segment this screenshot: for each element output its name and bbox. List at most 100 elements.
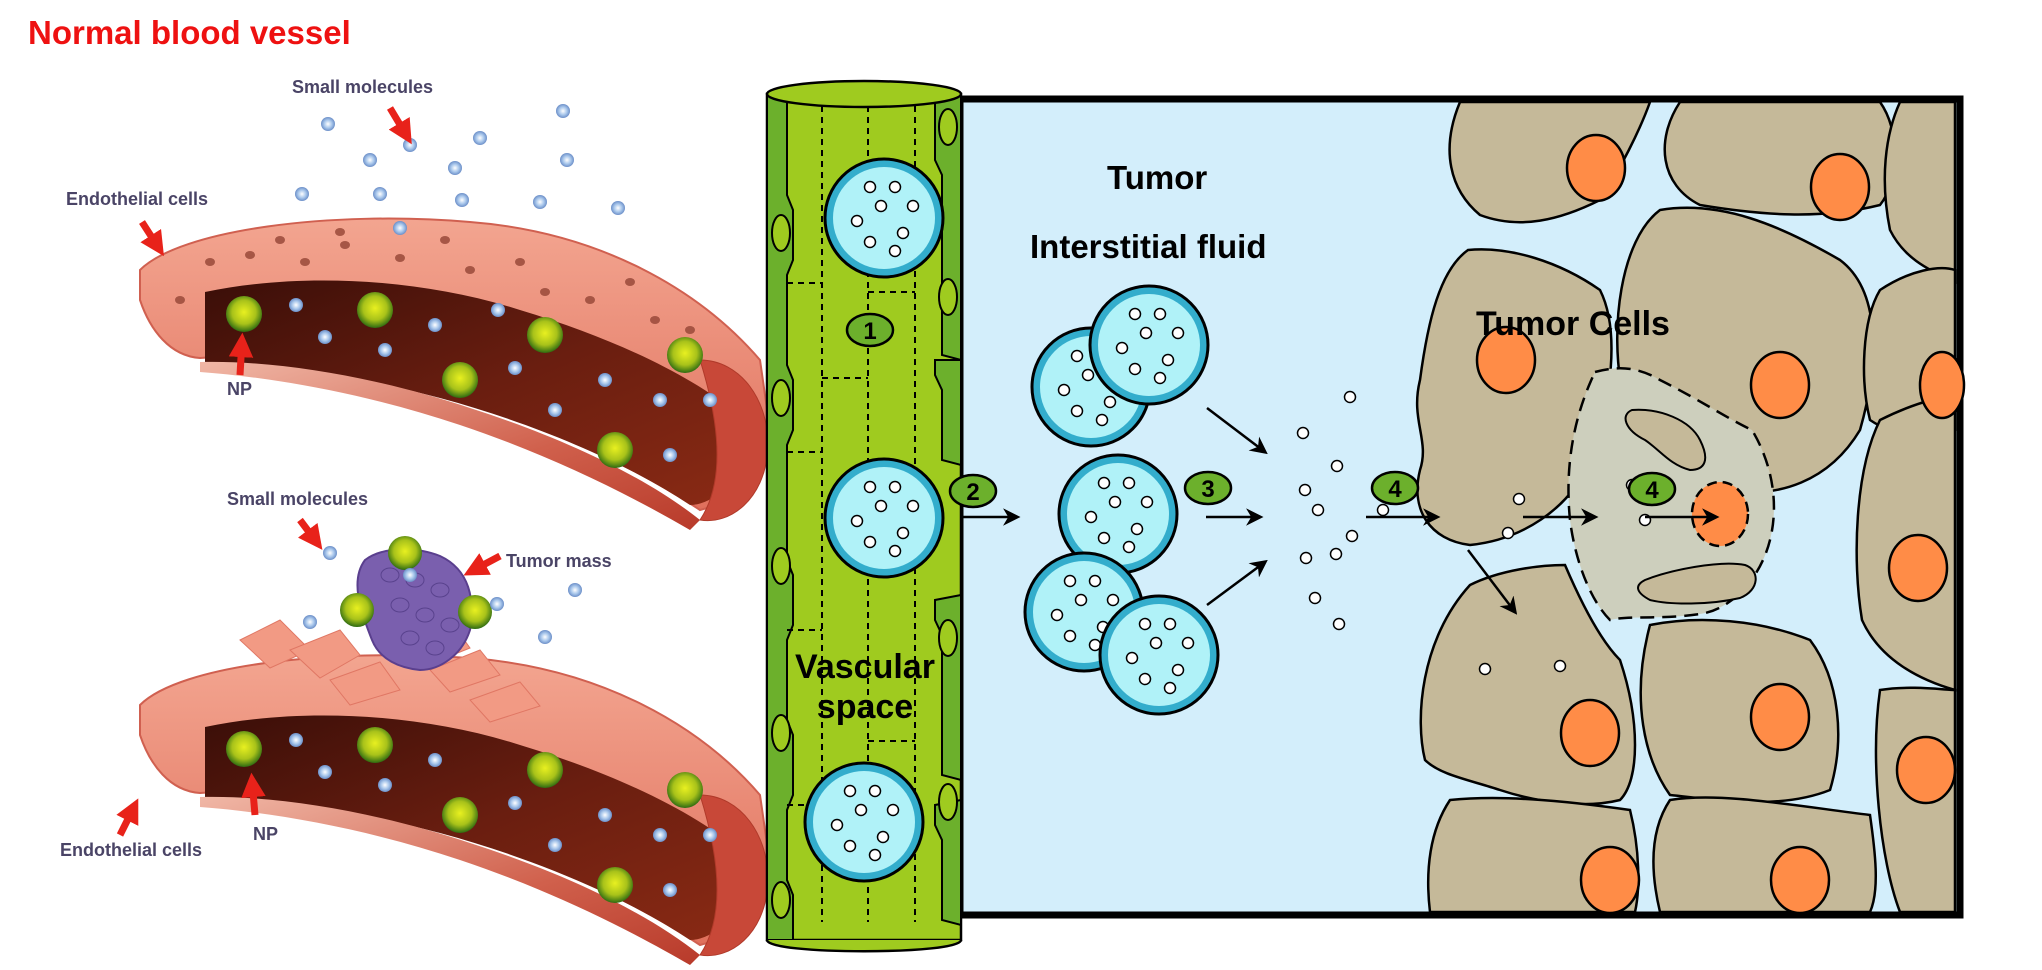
- cylinder-top: [765, 79, 963, 109]
- encapsulated-drug: [850, 514, 864, 528]
- encapsulated-drug: [863, 480, 877, 494]
- encapsulated-drug: [1081, 368, 1095, 382]
- encapsulated-drug: [1125, 651, 1139, 665]
- encapsulated-drug: [1097, 531, 1111, 545]
- small-molecules-label: Small molecules: [227, 489, 368, 509]
- encapsulated-drug: [1139, 326, 1153, 340]
- tumor-vessel-illustration: Small molecules Tumor mass Endothelial c…: [60, 489, 772, 965]
- encapsulated-drug: [1130, 522, 1144, 536]
- encapsulated-drug: [1095, 413, 1109, 427]
- encapsulated-drug: [1153, 307, 1167, 321]
- free-drug-molecule: [1478, 662, 1492, 676]
- endothelial-cells-label: Endothelial cells: [60, 840, 202, 860]
- np-label: NP: [253, 824, 278, 844]
- free-drug-molecule: [1345, 529, 1359, 543]
- small-molecules: [289, 104, 717, 462]
- tumor-mass: [356, 548, 473, 672]
- encapsulated-drug: [896, 526, 910, 540]
- endothelial-cells-pointer: [116, 798, 139, 837]
- encapsulated-drug: [886, 803, 900, 817]
- encapsulated-drug: [874, 499, 888, 513]
- step-badge-2: 2: [948, 473, 998, 509]
- free-drug-molecule: [1296, 426, 1310, 440]
- encapsulated-drug: [1074, 593, 1088, 607]
- free-drug-molecule: [1376, 503, 1390, 517]
- encapsulated-drug: [1181, 636, 1195, 650]
- released-drug-molecules: [1296, 390, 1652, 676]
- free-drug-molecule: [1308, 591, 1322, 605]
- encapsulated-drug: [1097, 476, 1111, 490]
- encapsulated-drug: [1138, 617, 1152, 631]
- np-pointer: [241, 772, 266, 816]
- free-drug-molecule: [1330, 459, 1344, 473]
- arrow-release-upper: [1206, 407, 1268, 455]
- tumor-cells-cluster: [1415, 100, 1966, 915]
- nanocarrier: [823, 457, 945, 579]
- vessel-cut-end: [699, 359, 769, 522]
- free-drug-molecule: [1298, 483, 1312, 497]
- encapsulated-drug: [1149, 636, 1163, 650]
- encapsulated-drug: [896, 226, 910, 240]
- nanoparticles: [226, 292, 703, 468]
- encapsulated-drug: [1128, 307, 1142, 321]
- free-drug-molecule: [1512, 492, 1526, 506]
- tumor-cell: [1639, 618, 1840, 804]
- encapsulated-drug: [843, 839, 857, 853]
- step-badge-4b: 4: [1627, 471, 1677, 507]
- organelle: [1624, 408, 1707, 472]
- small-molecules: [289, 546, 717, 897]
- vascular-label-line1: Vascular: [795, 648, 935, 686]
- encapsulated-drug: [1163, 617, 1177, 631]
- small-molecules-pointer: [386, 106, 412, 145]
- free-drug-molecule: [1553, 659, 1567, 673]
- vascular-label-line2: space: [817, 688, 913, 726]
- encapsulated-drug: [1153, 371, 1167, 385]
- tumor-cells-label: Tumor Cells: [1476, 305, 1670, 343]
- nuclei: [1475, 133, 1966, 915]
- encapsulated-drug: [1140, 495, 1154, 509]
- small-molecules-pointer: [297, 517, 323, 550]
- encapsulated-drug: [1163, 681, 1177, 695]
- np-pointer: [228, 332, 254, 376]
- normal-vessel-title: Normal blood vessel: [28, 14, 351, 51]
- encapsulated-drug: [1103, 395, 1117, 409]
- free-drug-molecule: [1299, 551, 1313, 565]
- step-badges: 1 2 3 4 4: [845, 312, 1677, 509]
- encapsulated-drug: [850, 214, 864, 228]
- step-badge-3: 3: [1183, 470, 1233, 506]
- encapsulated-drug: [888, 244, 902, 258]
- free-drug-molecule: [1332, 617, 1346, 631]
- encapsulated-drug: [1171, 326, 1185, 340]
- free-drug-molecule: [1311, 503, 1325, 517]
- tumor-mass-label: Tumor mass: [506, 551, 612, 571]
- tumor-mass-pointer: [463, 552, 502, 576]
- nanocarrier: [1057, 453, 1179, 575]
- endothelial-pores: [771, 108, 958, 919]
- svg-text:1: 1: [863, 318, 876, 345]
- svg-text:4: 4: [1388, 476, 1402, 503]
- encapsulated-drug: [874, 199, 888, 213]
- encapsulated-drug: [1108, 495, 1122, 509]
- encapsulated-drug: [1122, 540, 1136, 554]
- free-drug-molecule: [1501, 526, 1515, 540]
- encapsulated-drug: [868, 848, 882, 862]
- nanocarrier: [1098, 594, 1220, 716]
- tumor-label: Tumor: [1107, 159, 1207, 196]
- encapsulated-drug: [888, 544, 902, 558]
- encapsulated-drug: [1063, 574, 1077, 588]
- encapsulated-drug: [863, 180, 877, 194]
- free-drug-molecule: [1329, 547, 1343, 561]
- small-molecules-label: Small molecules: [292, 77, 433, 97]
- encapsulated-drug: [1138, 672, 1152, 686]
- svg-text:4: 4: [1645, 477, 1659, 504]
- free-drug-molecule: [1343, 390, 1357, 404]
- encapsulated-drug: [1115, 341, 1129, 355]
- svg-text:3: 3: [1201, 476, 1214, 503]
- endothelial-cells-label: Endothelial cells: [66, 189, 208, 209]
- nanocarrier: [803, 761, 925, 883]
- encapsulated-drug: [1063, 629, 1077, 643]
- nanocarrier: [1088, 284, 1210, 406]
- encapsulated-drug: [1161, 353, 1175, 367]
